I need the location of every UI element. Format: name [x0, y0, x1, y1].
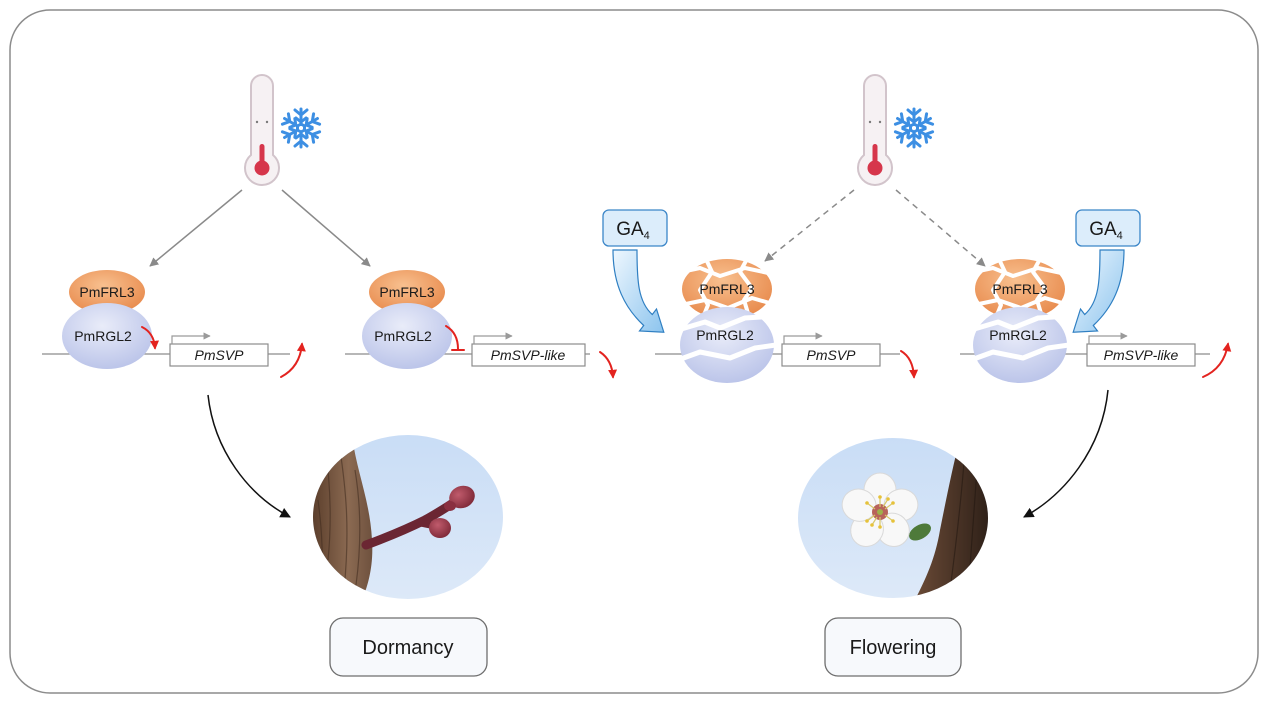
dormant-bud-photo [313, 435, 503, 599]
ga4-label: GA4 [616, 219, 650, 242]
downregulation-arrow-icon [599, 351, 618, 379]
dormancy-label: Dormancy [362, 637, 453, 659]
ga4-box [1075, 209, 1141, 247]
complex-1: PmSVP PmFRL3 PmRGL2 [42, 270, 306, 378]
upregulation-arrow-icon [1202, 342, 1232, 378]
ga4-signal-left: GA4 [602, 209, 668, 333]
thermometer-icon [857, 74, 893, 186]
gene-box [1086, 343, 1196, 367]
thermometer-icon [244, 74, 280, 186]
flower-photo [798, 438, 988, 598]
rgl2-label: PmRGL2 [374, 328, 432, 344]
cold-to-complex3-dashed-arrow [764, 189, 855, 262]
promoter-arrow-icon [1088, 332, 1128, 344]
ga4-curved-arrow-icon [1072, 249, 1125, 333]
frl3-protein [369, 270, 445, 314]
ga-base: GA [616, 219, 644, 240]
rgl2-protein [362, 303, 452, 369]
ga4-label: GA4 [1089, 219, 1123, 242]
cold-to-complex1-arrow [149, 189, 243, 267]
cold-to-complex2-arrow [281, 189, 371, 267]
gene-box [169, 343, 269, 367]
degraded-frl3-rgl2-proteins [678, 257, 776, 383]
promoter-arrow-icon [171, 332, 211, 344]
downregulation-arrow-icon [900, 350, 919, 379]
frl3-label: PmFRL3 [992, 281, 1047, 297]
ga-subscript: 4 [644, 230, 650, 242]
gene-label: PmSVP-like [491, 347, 566, 363]
promoter-arrow-icon [783, 332, 823, 344]
dormancy-box [329, 617, 488, 677]
frl3-protein [69, 270, 145, 314]
complex-4-degraded: PmSVP-like PmFRL3 PmRGL2 [960, 257, 1232, 383]
to-dormancy-arrow [207, 394, 291, 518]
complex-3-degraded: PmSVP PmFRL3 PmRGL2 [655, 257, 919, 383]
ga4-signal-right: GA4 [1072, 209, 1141, 333]
flowering-label: Flowering [850, 637, 937, 659]
gene-label: PmSVP-like [1104, 347, 1179, 363]
cold-to-complex4-dashed-arrow [895, 189, 986, 267]
degraded-frl3-rgl2-proteins [971, 257, 1069, 383]
rgl2-label: PmRGL2 [696, 327, 754, 343]
gene-label: PmSVP [194, 347, 244, 363]
frl3-label: PmFRL3 [699, 281, 754, 297]
ga4-curved-arrow-icon [612, 249, 665, 333]
promoter-arrow-icon [473, 332, 513, 344]
activation-arrow-icon [141, 326, 160, 350]
frl3-label: PmFRL3 [79, 284, 134, 300]
upregulation-arrow-icon [280, 342, 306, 378]
ga-base: GA [1089, 219, 1117, 240]
inhibition-icon [445, 325, 465, 351]
flowering-box [824, 617, 962, 677]
gene-box [471, 343, 586, 367]
to-flowering-arrow [1023, 389, 1109, 518]
gene-label: PmSVP [806, 347, 856, 363]
rgl2-protein [62, 303, 152, 369]
frl3-label: PmFRL3 [379, 284, 434, 300]
complex-2: PmSVP-like PmFRL3 PmRGL2 [345, 270, 618, 379]
ga4-box [602, 209, 668, 247]
ga-subscript: 4 [1117, 230, 1123, 242]
rgl2-label: PmRGL2 [989, 327, 1047, 343]
gene-box [781, 343, 881, 367]
rgl2-label: PmRGL2 [74, 328, 132, 344]
